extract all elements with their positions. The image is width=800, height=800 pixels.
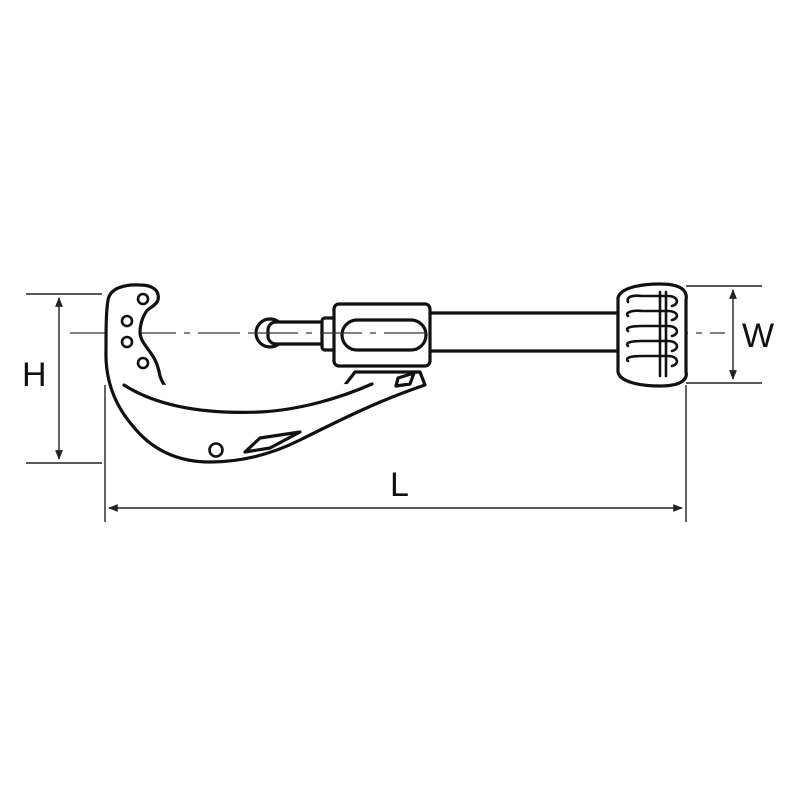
height-label: H <box>22 356 47 394</box>
slider-assembly <box>254 302 432 368</box>
feed-screw-shaft <box>426 311 620 353</box>
knurled-knob <box>616 282 688 388</box>
width-label: W <box>742 317 774 355</box>
length-dimension: L <box>104 385 687 522</box>
height-dimension: H <box>22 293 102 464</box>
cutter-frame <box>104 283 427 464</box>
length-label: L <box>390 466 409 504</box>
width-dimension: W <box>686 285 774 384</box>
frame-holes <box>120 292 224 458</box>
